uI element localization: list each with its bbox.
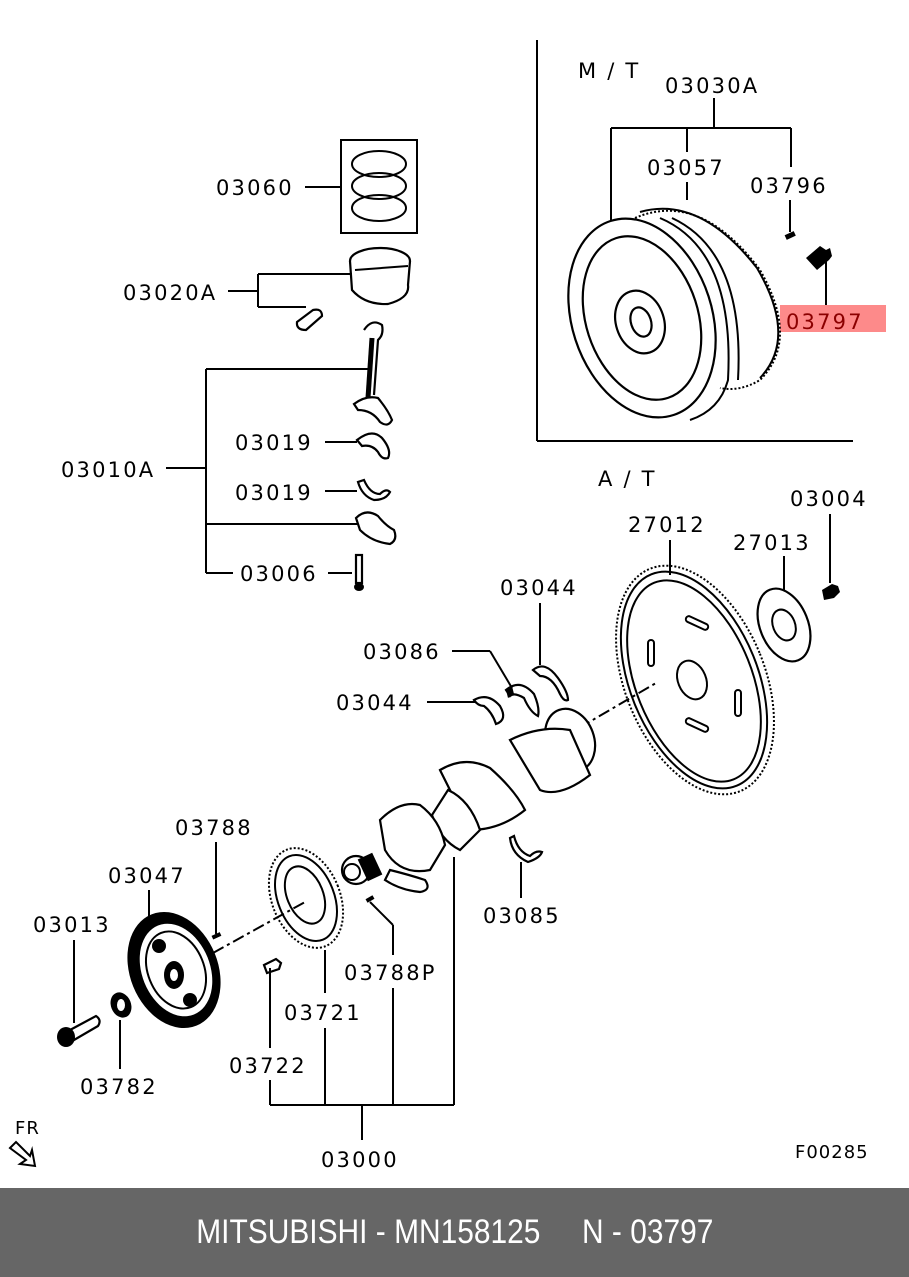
front-direction-arrow-icon bbox=[8, 1140, 37, 1168]
footer-part-info: MITSUBISHI - MN158125 N - 03797 bbox=[195, 1213, 714, 1251]
part-label-27013[interactable]: 27013 bbox=[733, 531, 811, 555]
main-bearing-03086-icon bbox=[504, 683, 540, 718]
leader-03030A bbox=[610, 98, 827, 305]
bearing-03085-icon bbox=[508, 834, 544, 864]
part-label-03788P[interactable]: 03788P bbox=[344, 961, 437, 985]
leader-03010A bbox=[166, 368, 368, 574]
part-label-03006[interactable]: 03006 bbox=[240, 562, 318, 586]
leader-03020A bbox=[228, 273, 352, 308]
bearing-03019-upper-icon bbox=[355, 432, 391, 460]
part-label-03019-upper[interactable]: 03019 bbox=[235, 431, 313, 455]
part-label-03788[interactable]: 03788 bbox=[175, 816, 253, 840]
part-label-03797-highlighted[interactable]: 03797 bbox=[786, 310, 864, 334]
pin-03796-icon bbox=[784, 231, 796, 240]
bearing-03019-lower-icon bbox=[356, 478, 392, 502]
key-03788-icon bbox=[211, 932, 222, 940]
part-label-03004[interactable]: 03004 bbox=[790, 487, 868, 511]
flywheel-mt-icon bbox=[567, 207, 781, 421]
figure-id: F00285 bbox=[795, 1142, 869, 1163]
washer-03782-icon bbox=[110, 992, 132, 1018]
direction-label: FR bbox=[15, 1118, 40, 1139]
adapter-plate-27013-icon bbox=[756, 587, 812, 663]
part-label-03085[interactable]: 03085 bbox=[483, 904, 561, 928]
piston-rings-icon bbox=[351, 150, 407, 222]
part-label-03013[interactable]: 03013 bbox=[33, 913, 111, 937]
part-label-03060[interactable]: 03060 bbox=[216, 176, 294, 200]
connecting-rod-icon bbox=[352, 321, 394, 426]
mt-section-frame bbox=[536, 40, 853, 442]
part-label-27012[interactable]: 27012 bbox=[628, 513, 706, 537]
footer-bar: MITSUBISHI - MN158125 N - 03797 bbox=[0, 1188, 909, 1277]
highlight-box-03797 bbox=[780, 305, 886, 332]
leader-03086-03044 bbox=[427, 603, 541, 703]
thrust-washer-03044-lower-icon bbox=[472, 695, 505, 726]
crank-pulley-03047-icon bbox=[127, 911, 221, 1029]
axis-centerline-at bbox=[578, 682, 657, 729]
parts-diagram: M / T A / T 03030A 03057 03796 03797 bbox=[8, 40, 886, 1172]
crankshaft-icon bbox=[340, 707, 597, 894]
part-label-03782[interactable]: 03782 bbox=[80, 1075, 158, 1099]
part-label-03044-upper[interactable]: 03044 bbox=[500, 576, 578, 600]
bolt-03722-icon bbox=[262, 957, 283, 975]
part-label-03019-lower[interactable]: 03019 bbox=[235, 481, 313, 505]
bolt-03797-icon bbox=[806, 246, 832, 270]
mt-section-label: M / T bbox=[578, 59, 640, 83]
key-03788P-icon bbox=[365, 895, 375, 903]
part-label-03796[interactable]: 03796 bbox=[750, 174, 828, 198]
part-label-03020A[interactable]: 03020A bbox=[123, 281, 217, 305]
rod-bolt-03006-icon bbox=[354, 553, 364, 591]
bolt-03013-icon bbox=[57, 1014, 101, 1047]
part-label-03086[interactable]: 03086 bbox=[363, 640, 441, 664]
drive-plate-at-icon bbox=[615, 564, 775, 796]
part-label-03044-lower[interactable]: 03044 bbox=[336, 691, 414, 715]
piston-icon bbox=[348, 246, 412, 306]
part-label-03000[interactable]: 03000 bbox=[321, 1148, 399, 1172]
part-label-03721[interactable]: 03721 bbox=[284, 1001, 362, 1025]
leaders-front bbox=[73, 842, 455, 1140]
piston-pin-icon bbox=[295, 308, 324, 332]
axis-centerline-front bbox=[212, 901, 306, 954]
crank-sprocket-03721-icon bbox=[267, 847, 345, 949]
part-label-03057[interactable]: 03057 bbox=[647, 156, 725, 180]
part-label-03030A[interactable]: 03030A bbox=[665, 74, 759, 98]
thrust-washer-03044-upper-icon bbox=[531, 665, 570, 702]
rod-cap-icon bbox=[354, 511, 397, 546]
part-label-03010A[interactable]: 03010A bbox=[61, 458, 155, 482]
part-label-03722[interactable]: 03722 bbox=[229, 1054, 307, 1078]
bolt-03004-icon bbox=[822, 584, 840, 600]
part-label-03047[interactable]: 03047 bbox=[108, 864, 186, 888]
at-section-label: A / T bbox=[598, 467, 657, 491]
